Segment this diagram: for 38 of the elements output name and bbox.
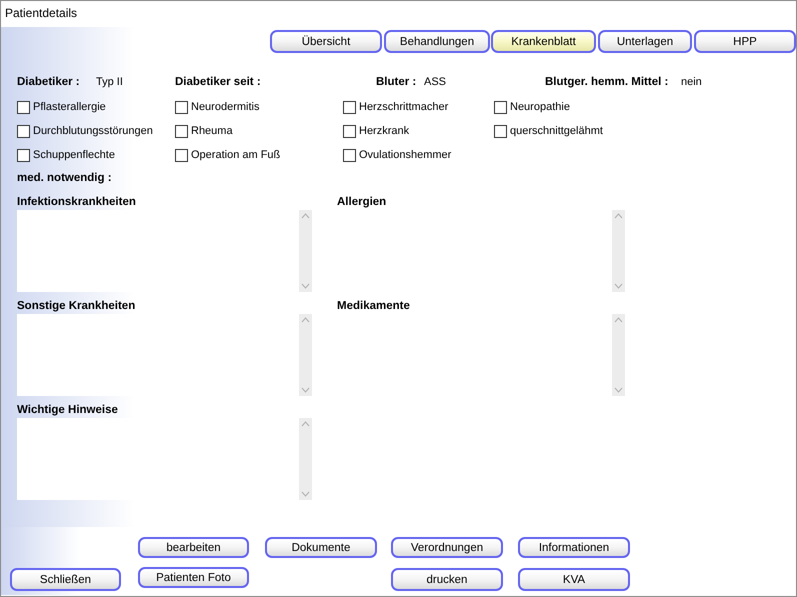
field-value: nein bbox=[681, 75, 702, 89]
section-heading: Sonstige Krankheiten bbox=[17, 299, 136, 313]
button: Dokumente bbox=[265, 537, 377, 558]
button: KVA bbox=[518, 568, 630, 591]
checkbox-label: Neuropathie bbox=[510, 100, 570, 114]
field-value: Typ II bbox=[96, 75, 123, 89]
section-heading: Medikamente bbox=[337, 299, 410, 313]
field-label: Diabetiker seit : bbox=[175, 75, 261, 89]
checkbox-label: Herzschrittmacher bbox=[359, 100, 448, 114]
field-label: Bluter : bbox=[376, 75, 416, 89]
button: Schließen bbox=[10, 568, 121, 591]
field-label: Diabetiker : bbox=[17, 75, 80, 89]
checkbox-label: Neurodermitis bbox=[191, 100, 260, 114]
tab-button: Übersicht bbox=[270, 30, 382, 53]
field-label: med. notwendig : bbox=[17, 171, 112, 185]
window-title: Patientdetails bbox=[5, 6, 78, 20]
button: Verordnungen bbox=[391, 537, 503, 558]
field-label: Blutger. hemm. Mittel : bbox=[545, 75, 668, 89]
tab-button: Unterlagen bbox=[598, 30, 692, 53]
section-heading: Allergien bbox=[337, 195, 386, 209]
button: bearbeiten bbox=[138, 537, 249, 558]
checkbox-label: querschnittgelähmt bbox=[510, 124, 603, 138]
tab-button: HPP bbox=[694, 30, 796, 53]
tab-button: Behandlungen bbox=[384, 30, 490, 53]
button: drucken bbox=[391, 568, 503, 591]
checkbox-label: Operation am Fuß bbox=[191, 148, 280, 162]
selected-tab-button: Krankenblatt bbox=[491, 30, 596, 53]
checkbox-label: Pflasterallergie bbox=[33, 100, 106, 114]
button: Informationen bbox=[518, 537, 630, 558]
button: Patienten Foto bbox=[138, 567, 249, 588]
section-heading: Infektionskrankheiten bbox=[17, 195, 136, 209]
checkbox-label: Herzkrank bbox=[359, 124, 410, 138]
checkbox-label: Durchblutungsstörungen bbox=[33, 124, 153, 138]
checkbox-label: Ovulationshemmer bbox=[359, 148, 452, 162]
checkbox-label: Schuppenflechte bbox=[33, 148, 115, 162]
section-heading: Wichtige Hinweise bbox=[17, 403, 118, 417]
checkbox-label: Rheuma bbox=[191, 124, 233, 138]
field-value: ASS bbox=[424, 75, 446, 89]
